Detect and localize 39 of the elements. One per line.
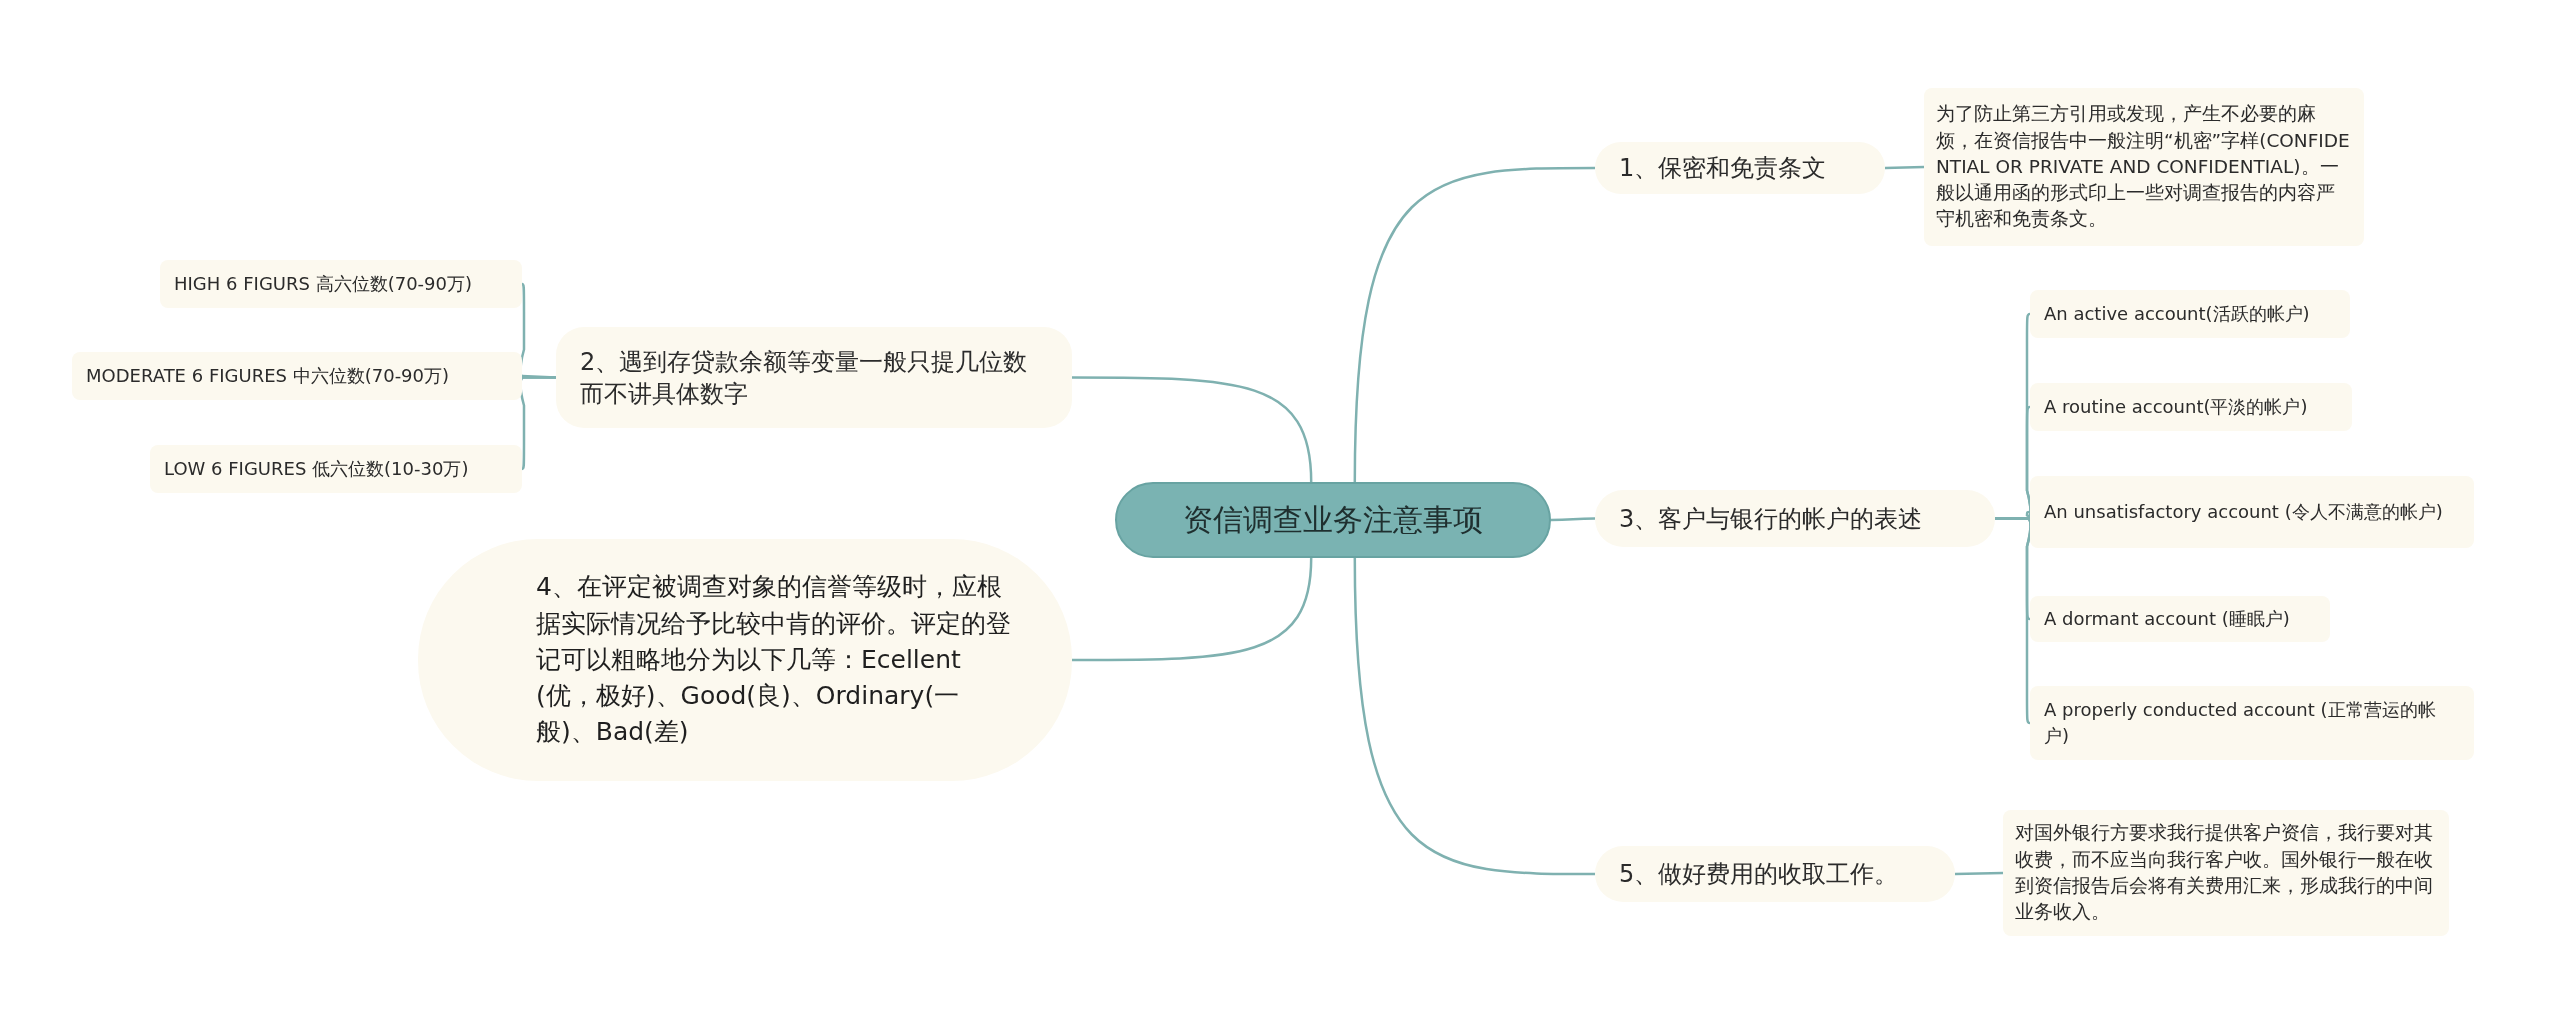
connector bbox=[1551, 517, 1595, 522]
connector bbox=[1072, 557, 1313, 662]
topic-box bbox=[556, 327, 1072, 428]
subtopic-box bbox=[2030, 686, 2474, 760]
note-text: 为了防止第三方引用或发现，产生不必要的麻烦，在资信报告中一般注明“机密”字样(CONFIDENTIAL OR PRIVATE AND CONFIDENTIAL)。一般以通用函的形式印上一些对调查报告的内容严守机密和免责条文。 bbox=[1936, 102, 2351, 232]
subtopic-box bbox=[2030, 596, 2330, 642]
topic-text: 4、在评定被调查对象的信誉等级时，应根据实际情况给予比较中肯的评价。评定的登记可以粗略地分为以下几等：Ecellent(优，极好)、Good(良)、Ordinary(一般)、Bad(差) bbox=[536, 571, 1012, 749]
subtopic-text: An unsatisfactory account (令人不满意的帐户) bbox=[2044, 499, 2443, 524]
subtopic-text: An active account(活跃的帐户) bbox=[2044, 301, 2310, 326]
subtopic-text: A routine account(平淡的帐户) bbox=[2044, 394, 2308, 419]
topic-box bbox=[1595, 142, 1885, 194]
note-box bbox=[1924, 88, 2364, 246]
subtopic-text: HIGH 6 FIGURS 高六位数(70-90万) bbox=[174, 271, 472, 296]
central-topic-text: 资信调查业务注意事项 bbox=[1183, 500, 1483, 539]
connector bbox=[1353, 166, 1595, 483]
note-box bbox=[2003, 810, 2449, 936]
connector bbox=[1954, 871, 2004, 876]
subtopic-box bbox=[150, 445, 522, 493]
connector bbox=[519, 376, 556, 470]
subtopic-text: MODERATE 6 FIGURES 中六位数(70-90万) bbox=[86, 363, 450, 388]
topic-text: 3、客户与银行的帐户的表述 bbox=[1619, 503, 1923, 535]
topic-text: 5、做好费用的收取工作。 bbox=[1619, 859, 1899, 890]
topic-text: 2、遇到存贷款余额等变量一般只提几位数而不讲具体数字 bbox=[580, 346, 1029, 410]
subtopic-text: A properly conducted account (正常营运的帐户) bbox=[2044, 697, 2437, 748]
subtopic-box bbox=[2030, 383, 2352, 431]
subtopic-box bbox=[2030, 476, 2474, 548]
connector bbox=[1072, 376, 1313, 483]
subtopic-box bbox=[160, 260, 522, 308]
note-text: 对国外银行方要求我行提供客户资信，我行要对其收费，而不应当向我行客户收。国外银行一般在收到资信报告后会将有关费用汇来，形成我行的中间业务收入。 bbox=[2015, 821, 2434, 925]
subtopic-box bbox=[2030, 290, 2350, 338]
subtopic-text: A dormant account (睡眠户) bbox=[2044, 606, 2290, 631]
connector bbox=[1353, 557, 1595, 876]
subtopic-text: LOW 6 FIGURES 低六位数(10-30万) bbox=[164, 456, 469, 481]
connector bbox=[1884, 165, 1925, 170]
topic-box bbox=[1595, 490, 1995, 547]
connector bbox=[1995, 517, 2032, 725]
subtopic-box bbox=[72, 352, 522, 400]
topic-text: 1、保密和免责条文 bbox=[1619, 153, 1827, 184]
topic-box bbox=[1595, 846, 1955, 902]
